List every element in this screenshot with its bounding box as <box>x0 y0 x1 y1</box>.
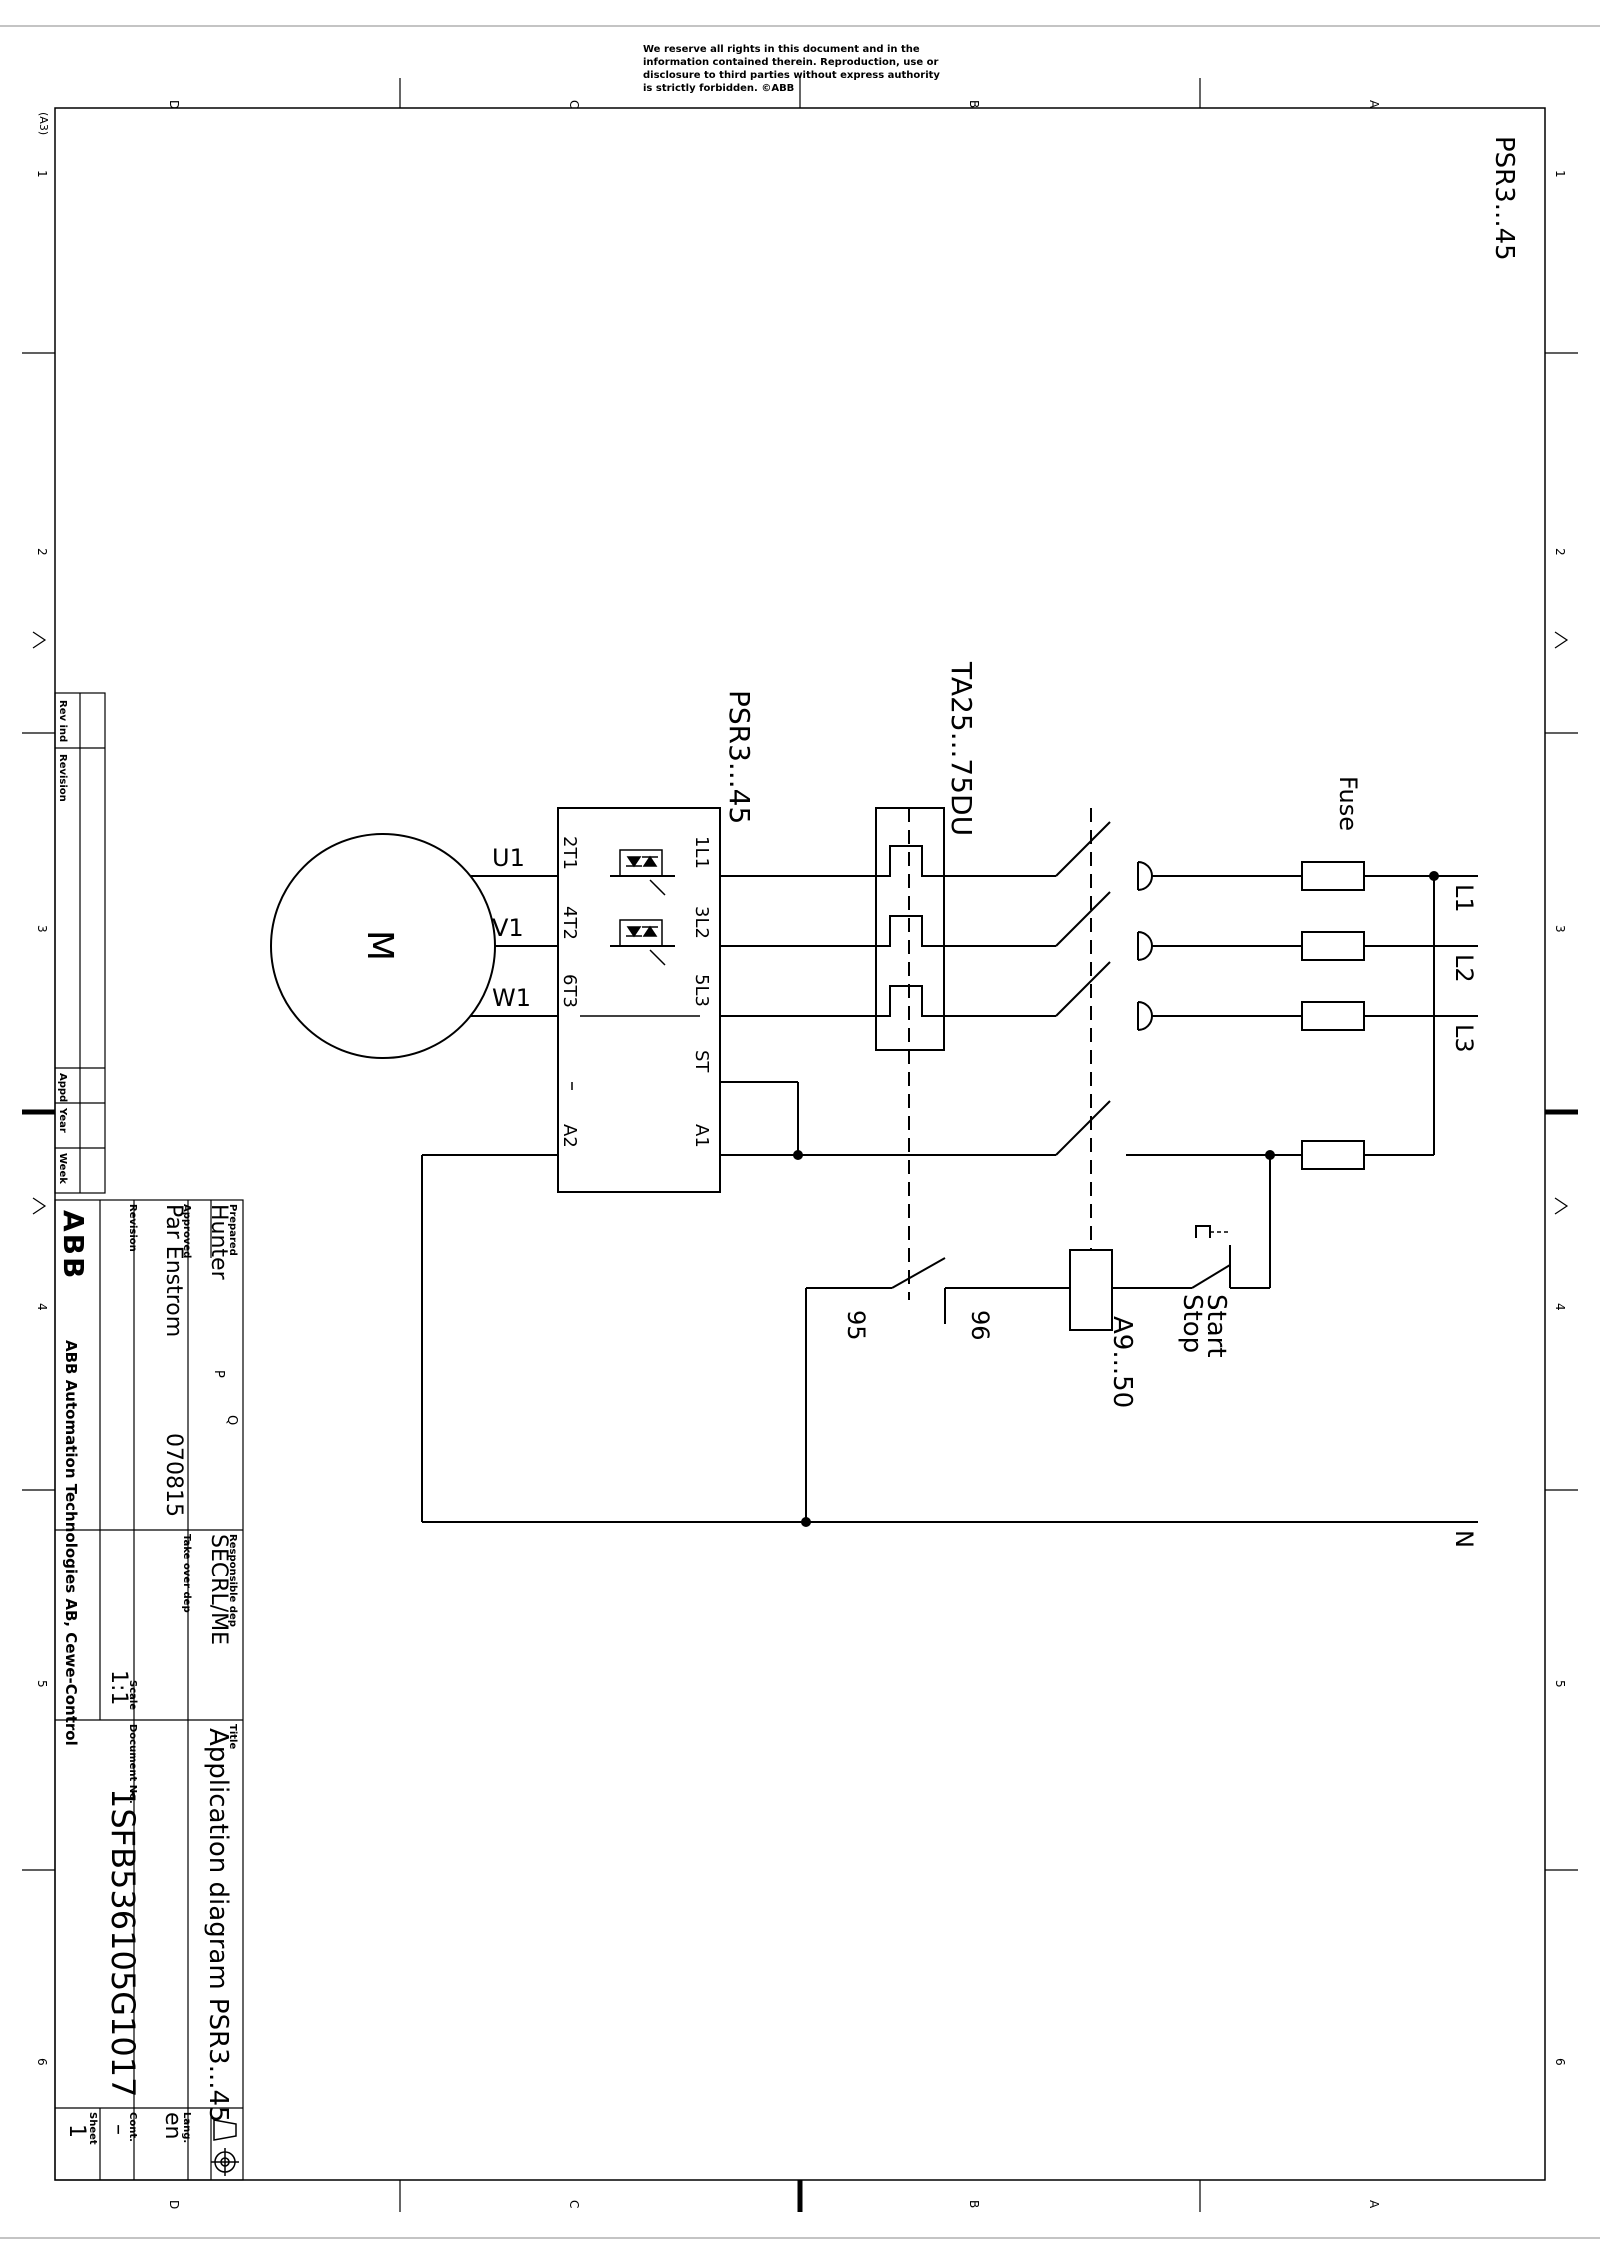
copyright-line-3: disclosure to third parties without expr… <box>643 70 940 81</box>
supply-line-l2: L2 <box>1450 954 1478 983</box>
contactor-coil <box>1069 1249 1113 1331</box>
revision-rev-ind: Rev ind <box>57 700 68 742</box>
zone-letter-top-c: C <box>567 100 581 108</box>
title-caption: Title <box>227 1724 238 1749</box>
prepared-caption: Prepared <box>227 1204 238 1256</box>
schematic <box>270 807 1478 1527</box>
softstarter-terminal-4t2: 4T2 <box>559 906 580 940</box>
motor-terminal-v1: V1 <box>492 914 524 942</box>
supply-line-l3: L3 <box>1450 1024 1478 1053</box>
softstarter-label: PSR3...45 <box>723 690 756 824</box>
logo-abb: ABB <box>57 1210 90 1280</box>
zone-number-left-4: 4 <box>35 1303 49 1311</box>
revision-week: Week <box>57 1153 68 1184</box>
copyright-line-1: We reserve all rights in this document a… <box>643 44 920 55</box>
copyright-line-2: information contained therein. Reproduct… <box>643 57 939 68</box>
softstarter-terminal-5l3: 5L3 <box>691 974 712 1007</box>
revision-caption: Revision <box>57 754 68 802</box>
scale-value: 1:1 <box>106 1670 131 1705</box>
approved-date: 070815 <box>161 1433 186 1517</box>
start-stop-buttons <box>1191 1225 1270 1289</box>
softstarter-terminal-a2: A2 <box>559 1124 580 1148</box>
zone-number-left-6: 6 <box>35 2058 49 2066</box>
fuse-control <box>1301 1140 1365 1170</box>
neutral-label: N <box>1450 1530 1478 1548</box>
zone-number-right-6: 6 <box>1553 2058 1567 2066</box>
fuse-l1 <box>1301 861 1365 891</box>
revision-appd: Appd <box>57 1073 68 1102</box>
responsible-value: SECRL/ME <box>206 1534 231 1645</box>
revision-caption-title: Revision <box>127 1204 138 1252</box>
zone-number-left-5: 5 <box>35 1680 49 1688</box>
prepared-value: Hunter <box>206 1204 231 1281</box>
zone-number-left-1: 1 <box>35 170 49 178</box>
drawing-label-top: PSR3...45 <box>1489 136 1519 261</box>
softstarter-terminal-st: ST <box>691 1050 712 1073</box>
title-block <box>54 1199 244 2181</box>
thyristor-symbol-2 <box>610 919 675 966</box>
takeover-caption: Take over dep <box>181 1534 192 1613</box>
zone-number-left-2: 2 <box>35 548 49 556</box>
revision-year: Year <box>57 1107 68 1133</box>
zone-letter-top-b: B <box>967 100 981 108</box>
softstarter-terminal-1l1: 1L1 <box>691 836 712 869</box>
fuse-label: Fuse <box>1334 776 1362 831</box>
zone-number-right-4: 4 <box>1553 1303 1567 1311</box>
zone-number-right-1: 1 <box>1553 170 1567 178</box>
fuse-l3 <box>1301 1001 1365 1031</box>
responsible-caption: Responsible dep <box>227 1534 238 1627</box>
copyright-line-4: is strictly forbidden. ©ABB <box>643 83 794 94</box>
contactor-label: A9...50 <box>1107 1316 1137 1408</box>
cont-value: – <box>106 2124 131 2135</box>
softstarter-terminal-3l2: 3L2 <box>691 906 712 939</box>
aux-contact-95: 95 <box>842 1310 870 1341</box>
scale-caption: Scale <box>127 1680 138 1710</box>
revision-block <box>54 692 106 1194</box>
zone-letter-top-d: D <box>167 100 181 109</box>
zone-number-right-5: 5 <box>1553 1680 1567 1688</box>
start-button-label: Start <box>1201 1294 1231 1358</box>
aux-contact-96: 96 <box>966 1310 994 1341</box>
drawing-frame <box>0 25 1600 2239</box>
supply-line-l1: L1 <box>1450 884 1478 913</box>
zone-number-right-2: 2 <box>1553 548 1567 556</box>
softstarter-terminal-6t3: 6T3 <box>559 974 580 1008</box>
sheet-caption: Sheet <box>87 2112 98 2145</box>
zone-letter-bottom-b: B <box>967 2200 981 2208</box>
zone-letter-top-a: A <box>1367 100 1381 109</box>
contactor-main-contacts <box>1055 821 1153 1156</box>
initials-q: Q <box>224 1415 239 1425</box>
motor-terminal-w1: W1 <box>492 984 531 1012</box>
approved-caption: Approved <box>181 1204 192 1258</box>
motor-label: M <box>359 930 400 961</box>
sheet-size-label: (A3) <box>37 112 50 135</box>
zone-letter-bottom-c: C <box>567 2200 581 2208</box>
sheet-value: 1 <box>64 2124 89 2138</box>
copyright-notice: We reserve all rights in this document a… <box>643 44 940 94</box>
softstarter-terminal-a1: A1 <box>691 1124 712 1148</box>
approved-value: Par Enstrom <box>161 1204 186 1337</box>
softstarter-box <box>557 807 721 1193</box>
title-value: Application diagram PSR3...45 <box>203 1728 233 2123</box>
overload-relay-label: TA25...75DU <box>945 661 978 836</box>
company-name: ABB Automation Technologies AB, Cewe-Con… <box>62 1340 80 1746</box>
zone-letter-bottom-a: A <box>1367 2200 1381 2209</box>
thyristor-symbol-1 <box>610 849 675 896</box>
stop-button-label: Stop <box>1177 1294 1207 1353</box>
cont-caption: Cont. <box>127 2112 138 2142</box>
motor-terminal-u1: U1 <box>492 844 525 872</box>
lang-value: en <box>160 2112 185 2139</box>
zone-number-right-3: 3 <box>1553 925 1567 933</box>
softstarter-terminal-2t1: 2T1 <box>559 836 580 870</box>
zone-letter-bottom-d: D <box>167 2200 181 2209</box>
projection-symbol-icon <box>211 2119 239 2176</box>
initials-p: P <box>211 1370 226 1378</box>
zone-number-left-3: 3 <box>35 925 49 933</box>
lang-caption: Lang. <box>181 2112 192 2143</box>
fuse-l2 <box>1301 931 1365 961</box>
document-caption: Document No. <box>127 1724 138 1804</box>
document-number: 1SFB536105G1017 <box>104 1788 142 2097</box>
